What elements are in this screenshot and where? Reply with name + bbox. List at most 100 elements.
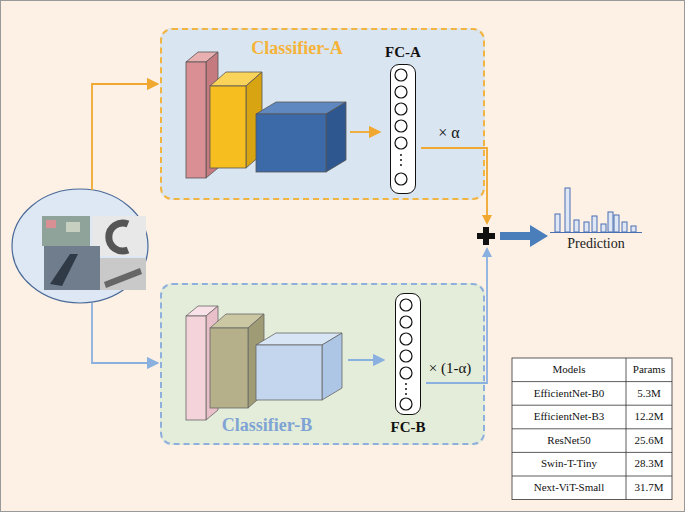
input-line bbox=[92, 84, 158, 190]
neuron bbox=[400, 398, 412, 410]
neuron bbox=[395, 120, 407, 132]
layer-block bbox=[256, 345, 322, 400]
fc-neurons bbox=[395, 69, 407, 185]
layer-block bbox=[206, 306, 218, 420]
bar bbox=[555, 214, 560, 232]
plus-symbol bbox=[483, 227, 489, 245]
table-rule bbox=[626, 358, 627, 500]
dot bbox=[400, 159, 402, 161]
dot bbox=[405, 393, 407, 395]
layer-block bbox=[256, 102, 346, 114]
fc-layer: FC-A bbox=[385, 44, 421, 196]
bar bbox=[614, 215, 619, 232]
weight-label: × (1-α) bbox=[418, 360, 482, 377]
table-cell: 5.3M bbox=[626, 386, 672, 401]
table-rule bbox=[512, 381, 672, 382]
layer-block bbox=[186, 306, 218, 316]
layer-block bbox=[210, 72, 262, 86]
fc-column bbox=[390, 64, 416, 194]
neuron bbox=[400, 299, 412, 311]
feature-arrow bbox=[348, 359, 384, 361]
table-cell: 28.3M bbox=[626, 456, 672, 471]
classifier-box: Classifier-A FC-A bbox=[160, 28, 485, 200]
image-detail bbox=[46, 220, 56, 228]
ellipsis-dots bbox=[405, 383, 407, 395]
node-label: Prediction bbox=[545, 236, 647, 252]
table-cell: Params bbox=[626, 362, 672, 377]
input-line bbox=[92, 303, 158, 363]
node-label: FC-B bbox=[384, 419, 432, 436]
table-rule bbox=[512, 428, 672, 429]
cnn-blocks bbox=[186, 52, 346, 178]
prediction-output: Prediction bbox=[545, 183, 647, 255]
neuron bbox=[395, 103, 407, 115]
merge-connector bbox=[426, 236, 545, 383]
table-cell: 12.2M bbox=[626, 409, 672, 424]
bar bbox=[592, 216, 597, 232]
table-frame bbox=[512, 358, 672, 500]
output-arrow-head bbox=[530, 225, 548, 247]
table-rule bbox=[512, 405, 672, 406]
node-label: Classifier-A bbox=[222, 38, 372, 59]
table-rule bbox=[512, 476, 672, 477]
table-cell: Models bbox=[512, 362, 626, 377]
table-grid bbox=[512, 358, 672, 500]
classifier-box: Classifier-B FC-B bbox=[160, 283, 485, 445]
image-tile bbox=[44, 246, 100, 290]
cnn-blocks bbox=[186, 306, 342, 420]
arrow-head bbox=[482, 215, 492, 225]
neuron bbox=[400, 350, 412, 362]
layer-block bbox=[322, 333, 342, 400]
weight-label: × α bbox=[422, 124, 476, 142]
input-images bbox=[42, 216, 146, 290]
output-arrow bbox=[500, 232, 533, 240]
layer-block bbox=[326, 102, 346, 172]
fc-column bbox=[395, 293, 421, 415]
bar bbox=[565, 188, 570, 232]
neuron bbox=[395, 173, 407, 185]
bar bbox=[574, 220, 579, 232]
input-ellipse bbox=[12, 189, 148, 303]
layer-block bbox=[186, 316, 206, 420]
layer-block bbox=[210, 86, 246, 168]
dot bbox=[400, 164, 402, 166]
layer-block bbox=[210, 328, 248, 408]
table-cell: EfficientNet-B0 bbox=[512, 386, 626, 401]
image-detail bbox=[104, 268, 142, 288]
layer-block bbox=[248, 314, 264, 408]
node-label: Classifier-B bbox=[192, 415, 342, 436]
bar bbox=[601, 224, 606, 232]
table-cell: EfficientNet-B3 bbox=[512, 409, 626, 424]
feature-arrow bbox=[350, 131, 380, 133]
neuron bbox=[395, 86, 407, 98]
neuron bbox=[400, 316, 412, 328]
table-cell: Next-ViT-Small bbox=[512, 480, 626, 495]
table-cell: ResNet50 bbox=[512, 433, 626, 448]
bar bbox=[622, 222, 627, 232]
ellipsis-dots bbox=[400, 154, 402, 166]
layer-block bbox=[246, 72, 262, 168]
neuron bbox=[395, 137, 407, 149]
prediction-bars bbox=[555, 188, 636, 232]
bar-baseline bbox=[550, 232, 642, 233]
neuron bbox=[400, 367, 412, 379]
image-tile bbox=[100, 258, 146, 290]
layer-block bbox=[186, 62, 206, 178]
arrow-head bbox=[482, 247, 492, 257]
fc-neurons bbox=[400, 299, 412, 410]
table-cell: 25.6M bbox=[626, 433, 672, 448]
image-tile bbox=[92, 216, 146, 256]
dot bbox=[405, 388, 407, 390]
image-tile bbox=[42, 216, 90, 246]
bar bbox=[631, 226, 636, 232]
bar bbox=[584, 222, 589, 232]
table-cell: 31.7M bbox=[626, 480, 672, 495]
layer-block bbox=[256, 333, 342, 345]
neuron bbox=[400, 333, 412, 345]
